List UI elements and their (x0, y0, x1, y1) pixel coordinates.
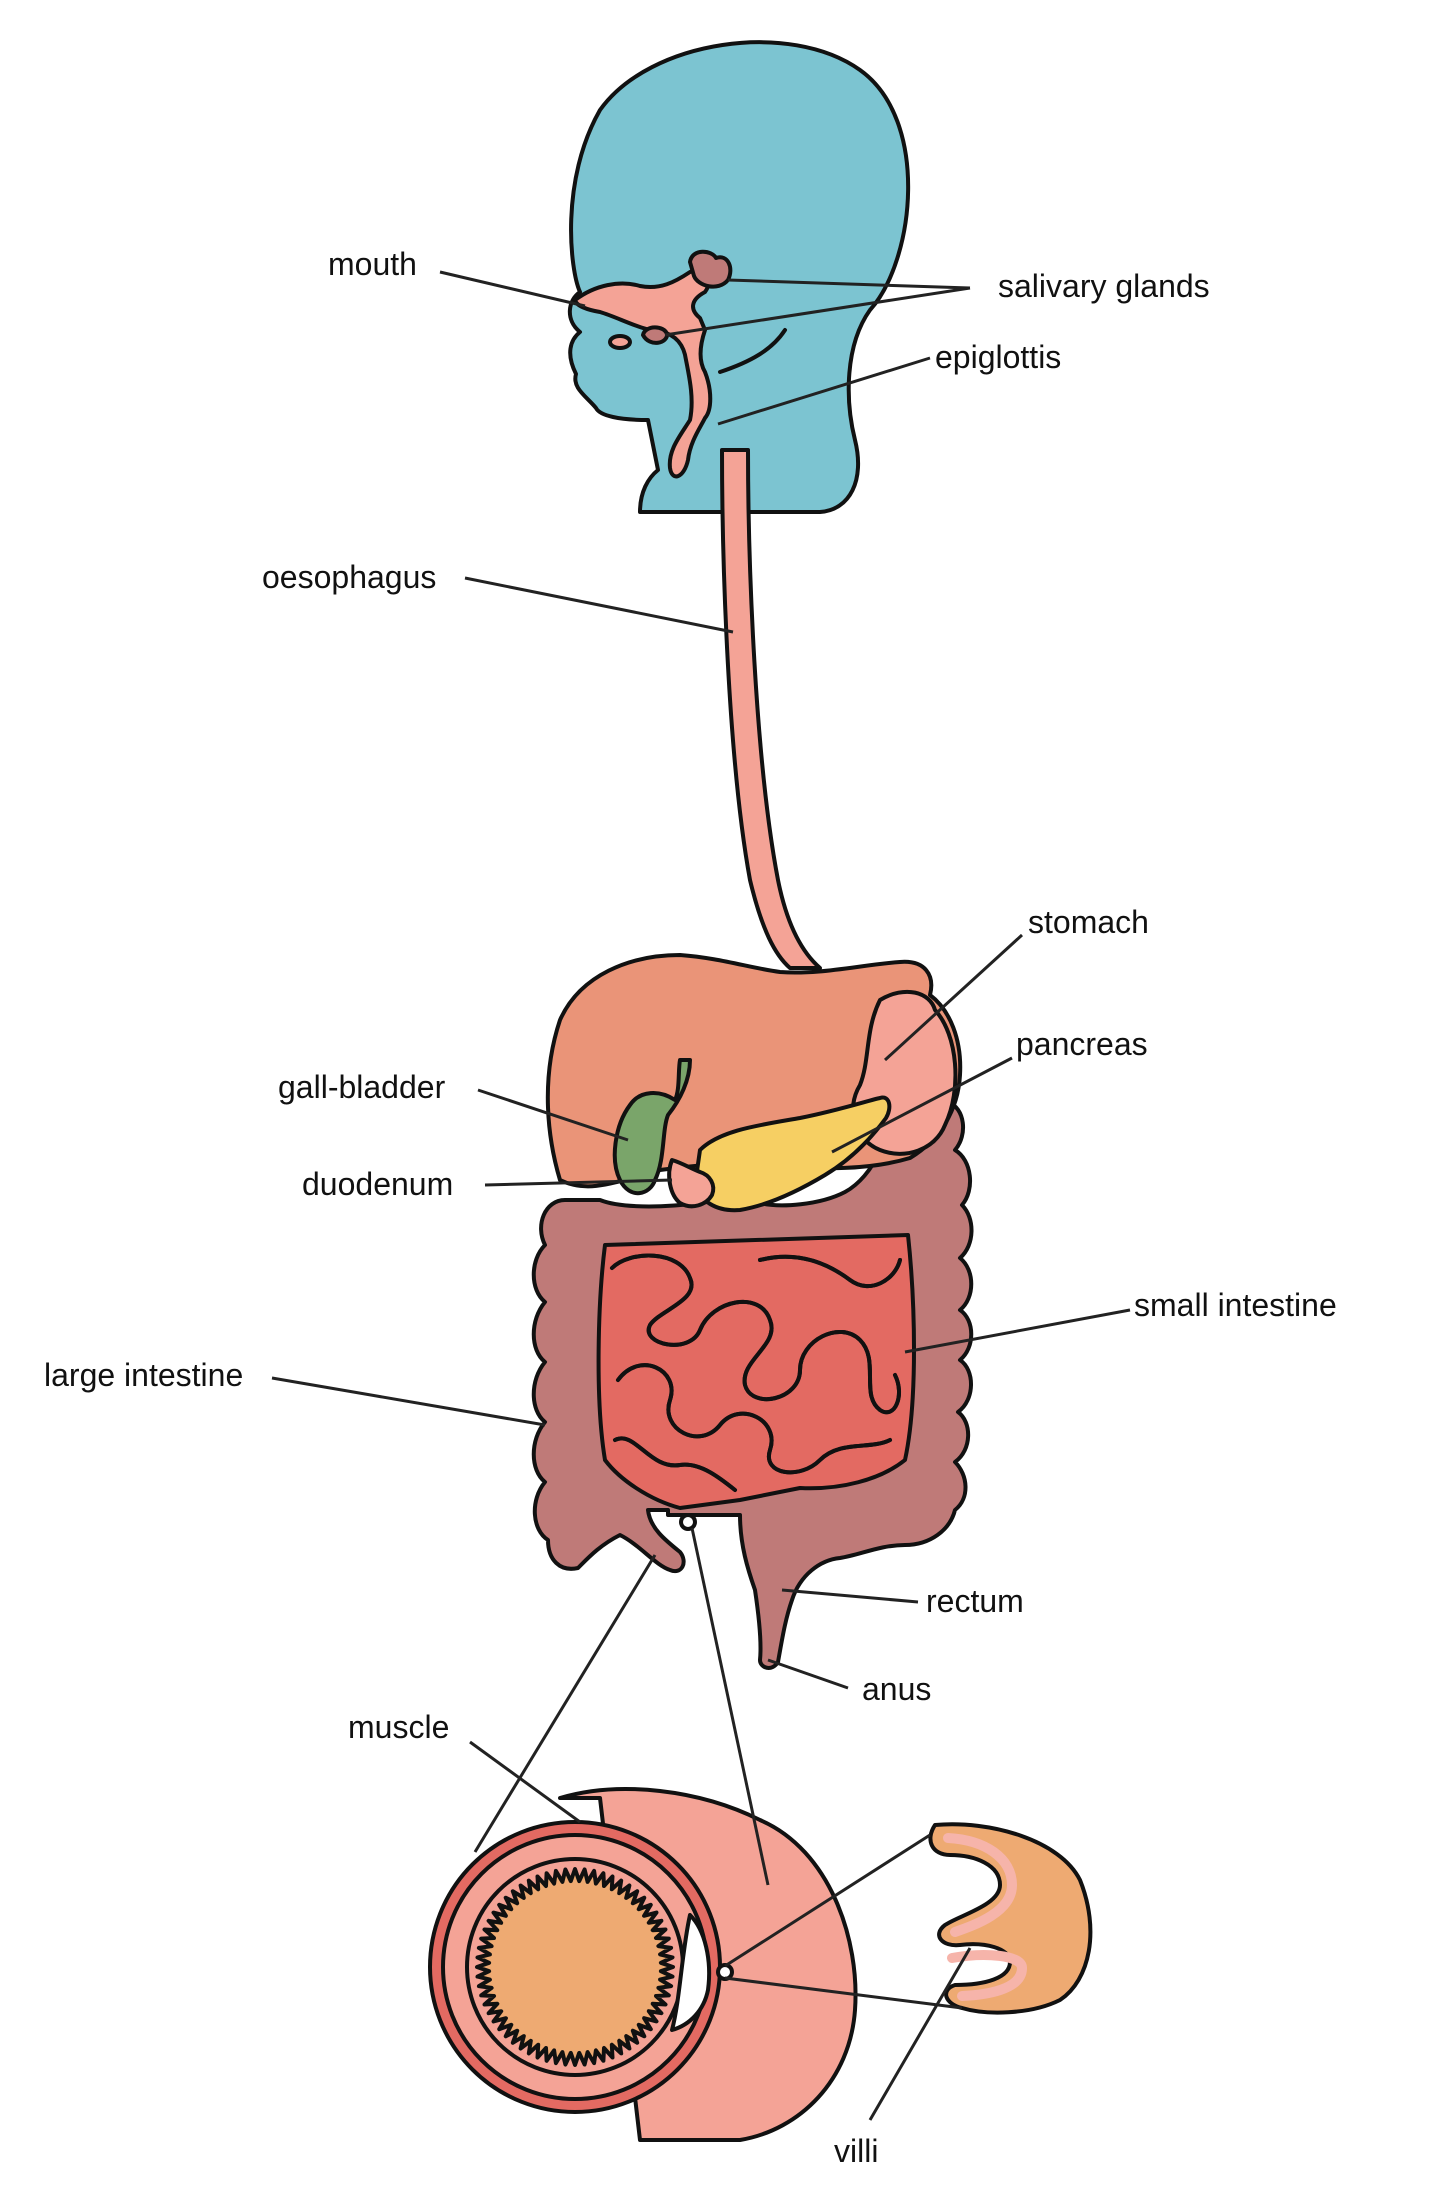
intestine-section-marker (679, 1513, 697, 1531)
leader-mouth (439, 270, 586, 308)
label-villi: villi (834, 2133, 878, 2169)
labels: mouth salivary glands epiglottis oesopha… (44, 246, 1337, 2169)
label-oesophagus: oesophagus (262, 559, 436, 595)
label-duodenum: duodenum (302, 1166, 453, 1202)
salivary-gland-upper (688, 249, 733, 289)
villus-sample-marker (716, 1963, 734, 1981)
label-stomach: stomach (1028, 904, 1149, 940)
section-highlight (670, 1913, 712, 2032)
leader-stomach (883, 933, 1024, 1062)
head (567, 40, 911, 514)
leader-gall-bladder (477, 1088, 629, 1142)
small-intestine-background (596, 1233, 916, 1510)
leader-muscle (469, 1740, 581, 1824)
leader-anus (767, 1658, 849, 1690)
label-muscle: muscle (348, 1709, 449, 1745)
oesophagus-tube (720, 448, 822, 970)
label-rectum: rectum (926, 1583, 1024, 1619)
head-silhouette (567, 40, 911, 514)
leader-small-intestine (904, 1308, 1131, 1354)
zoom-line-left (473, 1554, 657, 1853)
label-small-intestine: small intestine (1134, 1287, 1337, 1323)
leader-pancreas (831, 1056, 1013, 1154)
leader-epiglottis (717, 356, 931, 426)
pancreas-shape (693, 1095, 892, 1213)
zoom-line-villus-top (724, 1833, 931, 1968)
leader-lines (271, 270, 1131, 2121)
label-large-intestine: large intestine (44, 1357, 243, 1393)
villi-edge (475, 1867, 675, 2067)
label-mouth: mouth (328, 246, 417, 282)
label-epiglottis: epiglottis (935, 339, 1061, 375)
leader-large-intestine (271, 1376, 546, 1427)
label-anus: anus (862, 1671, 931, 1707)
villus-tip-band (943, 1833, 1028, 2001)
leader-rectum (781, 1588, 919, 1604)
leader-villi (868, 1947, 972, 2121)
enlarged-villi (928, 1822, 1093, 2015)
label-pancreas: pancreas (1016, 1026, 1148, 1062)
leader-oesophagus (464, 576, 734, 634)
label-gall-bladder: gall-bladder (278, 1069, 446, 1105)
leader-salivary-upper (727, 278, 971, 290)
label-salivary-glands: salivary glands (998, 268, 1210, 304)
villus-shape (928, 1822, 1093, 2015)
zoom-line-villus-bottom (724, 1976, 963, 2010)
zoom-line-right (690, 1527, 770, 1886)
leader-duodenum (484, 1178, 673, 1187)
duodenum-shape (667, 1158, 716, 1209)
throat-crease (718, 328, 787, 374)
small-intestine-coils (610, 1253, 902, 1492)
tongue-spot (608, 334, 632, 350)
intestine-cross-section (428, 1787, 858, 2142)
leader-salivary-lower (664, 286, 971, 337)
salivary-gland-lower (641, 325, 669, 345)
